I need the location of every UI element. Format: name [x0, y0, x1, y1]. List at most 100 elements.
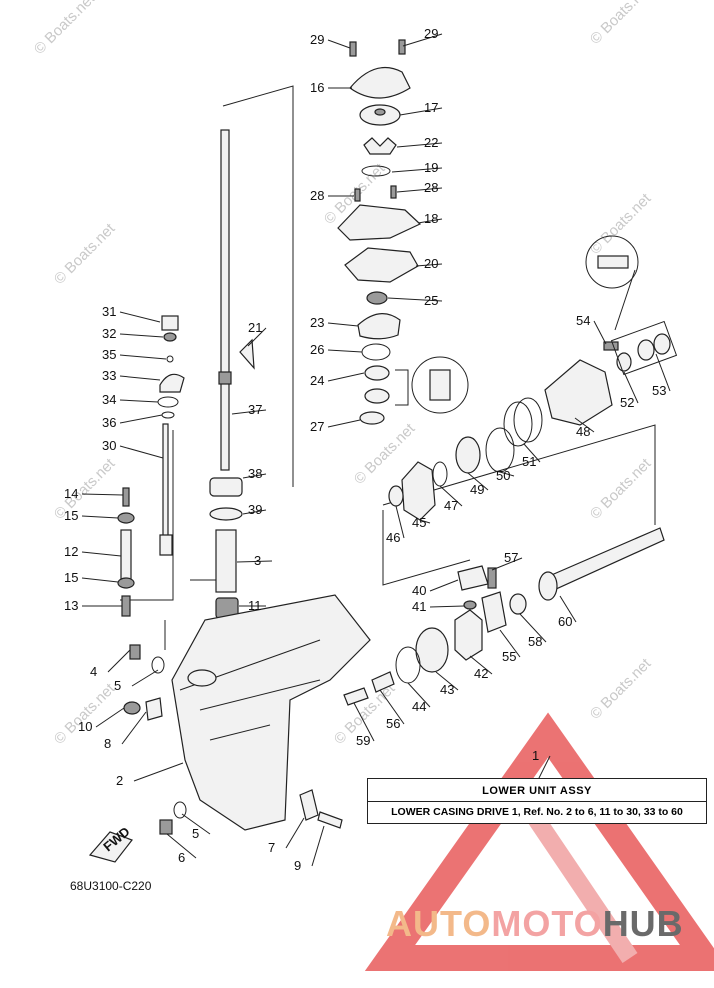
washer-5-bottom [173, 801, 187, 819]
gasket-20 [344, 247, 419, 283]
callout-label-1: 1 [532, 748, 539, 763]
shim-46 [388, 485, 404, 507]
brand-part-hub: HUB [602, 903, 684, 944]
callout-label-2: 2 [116, 773, 123, 788]
callout-leader-41 [429, 605, 465, 608]
bolt-4 [129, 644, 141, 660]
fwd-arrow-icon [88, 831, 133, 863]
screw-14 [122, 487, 130, 507]
callout-leader-7 [285, 817, 305, 849]
brand-part-moto: MOTO [491, 903, 603, 944]
callout-leader-43 [435, 671, 459, 691]
callout-label-47: 47 [444, 498, 458, 513]
callout-label-31: 31 [102, 304, 116, 319]
callout-leader-22 [396, 142, 443, 148]
callout-label-14: 14 [64, 486, 78, 501]
callout-leader-57 [491, 557, 523, 571]
callout-label-40: 40 [412, 583, 426, 598]
callout-label-12: 12 [64, 544, 78, 559]
o-ring-51-a [513, 397, 543, 443]
callout-label-3: 3 [254, 553, 261, 568]
callout-label-44: 44 [412, 699, 426, 714]
callout-label-37: 37 [248, 402, 262, 417]
callout-label-22: 22 [424, 135, 438, 150]
watermark-text: © Boats.net [587, 0, 655, 48]
taper-roller-bearing-43 [415, 627, 449, 673]
callout-leader-58 [519, 613, 547, 643]
bolt-29-left [349, 41, 357, 57]
callout-leader-46 [395, 505, 405, 539]
brand-wordmark: AUTOMOTOHUB [386, 903, 684, 945]
water-tube-12 [120, 529, 132, 583]
callout-label-20: 20 [424, 256, 438, 271]
o-ring-26 [361, 343, 391, 361]
oil-seal-housing-23 [357, 313, 401, 340]
watermark-text: © Boats.net [587, 190, 655, 258]
callout-leader-1 [537, 755, 551, 781]
callout-label-23: 23 [310, 315, 324, 330]
callout-leader-15 [81, 515, 119, 519]
callout-leader-59 [353, 702, 375, 742]
callout-label-27: 27 [310, 419, 324, 434]
oil-seal-53-a [637, 339, 655, 361]
callout-leader-2 [133, 762, 184, 782]
bolt-29-right [398, 39, 406, 55]
callout-leader-21 [247, 327, 267, 347]
callout-label-55: 55 [502, 649, 516, 664]
callout-label-6: 6 [178, 850, 185, 865]
callout-leader-5 [181, 813, 211, 835]
bushing-33 [159, 373, 185, 393]
shim-44 [395, 646, 421, 684]
bolt-54 [603, 341, 619, 351]
callout-leader-33 [119, 375, 161, 381]
callout-leader-15 [81, 577, 119, 583]
callout-label-5: 5 [192, 826, 199, 841]
callout-leader-6 [166, 833, 197, 859]
callout-leader-55 [499, 629, 521, 658]
callout-leader-49 [467, 472, 489, 491]
callout-leader-40 [429, 579, 459, 592]
callout-leader-27 [327, 419, 361, 428]
callout-leader-23 [327, 322, 359, 327]
callout-label-17: 17 [424, 100, 438, 115]
callout-label-8: 8 [104, 736, 111, 751]
callout-label-34: 34 [102, 392, 116, 407]
impeller-22 [363, 137, 397, 155]
callout-leader-60 [559, 595, 577, 623]
oil-seal-25 [366, 291, 388, 305]
watermark-text: © Boats.net [587, 655, 655, 723]
water-pump-group [337, 39, 469, 425]
circlip-35 [166, 355, 174, 363]
callout-label-56: 56 [386, 716, 400, 731]
nut-41 [463, 600, 477, 610]
callout-label-9: 9 [294, 858, 301, 873]
washer-36 [161, 411, 175, 419]
callout-label-35: 35 [102, 347, 116, 362]
callout-leader-35 [119, 354, 167, 360]
callout-leader-36 [119, 414, 163, 424]
callout-leader-47 [439, 485, 463, 507]
callout-leader-24 [327, 372, 365, 382]
callout-leader-32 [119, 333, 164, 338]
callout-label-49: 49 [470, 482, 484, 497]
drive-shaft-37 [220, 129, 230, 471]
callout-leader-42 [469, 655, 493, 675]
brand-part-auto: AUTO [386, 903, 492, 944]
callout-label-48: 48 [576, 424, 590, 439]
gasket-8 [145, 697, 163, 721]
callout-leader-29 [402, 33, 443, 47]
callout-label-4: 4 [90, 664, 97, 679]
callout-leader-14 [81, 493, 124, 496]
watermark-text: © Boats.net [51, 220, 119, 288]
callout-leader-51 [523, 443, 541, 463]
callout-label-28: 28 [424, 180, 438, 195]
callout-label-15: 15 [64, 570, 78, 585]
callout-label-16: 16 [310, 80, 324, 95]
callout-label-57: 57 [504, 550, 518, 565]
callout-label-36: 36 [102, 415, 116, 430]
bearing-38 [209, 477, 243, 497]
callout-leader-25 [387, 297, 443, 302]
callout-leader-52 [623, 371, 639, 404]
